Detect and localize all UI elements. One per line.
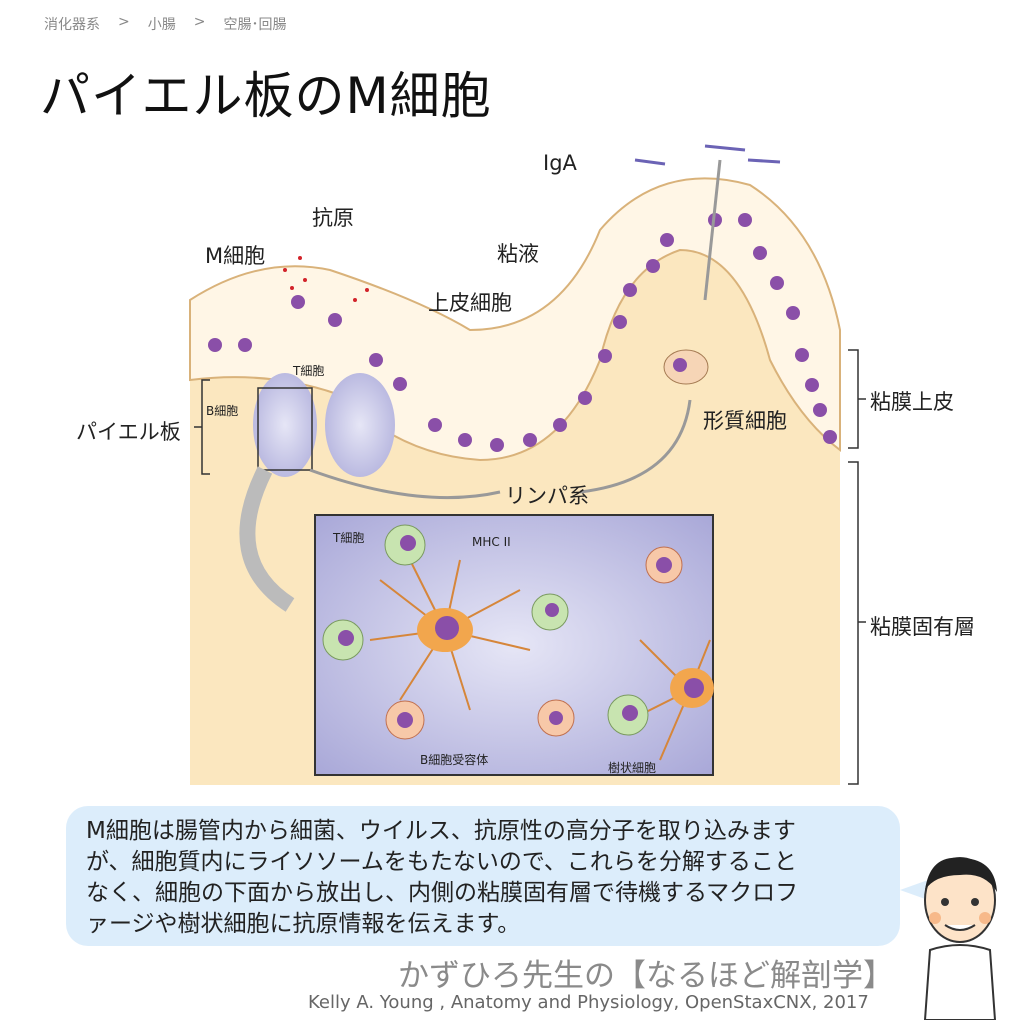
explanation-bubble: M細胞は腸管内から細菌、ウイルス、抗原性の高分子を取り込みます が、細胞質内にラ… xyxy=(66,806,900,946)
label-plasma-cell: 形質細胞 xyxy=(703,409,787,433)
inset-label-mhc: MHC II xyxy=(472,535,511,549)
explanation-line: ァージや樹状細胞に抗原情報を伝えます。 xyxy=(86,911,521,937)
label-lamina-propria: 粘膜固有層 xyxy=(870,615,975,639)
inset-label-t-cell: T細胞 xyxy=(333,531,365,545)
zoom-arrow xyxy=(239,466,295,612)
explanation-line: が、細胞質内にライソソームをもたないので、これらを分解すること xyxy=(86,849,797,875)
zoom-box xyxy=(257,387,313,471)
explanation-line: なく、細胞の下面から放出し、内側の粘膜固有層で待機するマクロフ xyxy=(86,880,799,906)
explanation-line: M細胞は腸管内から細菌、ウイルス、抗原性の高分子を取り込みます xyxy=(86,818,796,844)
inset-label-bcr: B細胞受容体 xyxy=(420,753,489,767)
breadcrumb-separator: > xyxy=(193,14,206,30)
inset-panel xyxy=(314,514,714,776)
inset-label-dendritic: 樹状細胞 xyxy=(608,761,657,775)
iga-molecules xyxy=(634,144,781,166)
bracket-peyers-patch xyxy=(194,379,210,475)
teacher-avatar xyxy=(900,857,997,1020)
page-title: パイエル板のM細胞 xyxy=(40,67,492,125)
peyers-patch-follicle xyxy=(325,373,395,477)
bracket-lamina-propria xyxy=(848,461,866,785)
label-peyers-patch: パイエル板 xyxy=(76,420,181,444)
lymph-arrow xyxy=(309,399,692,500)
peyers-patch-follicle xyxy=(253,373,317,477)
source-credit: Kelly A. Young , Anatomy and Physiology,… xyxy=(308,992,869,1013)
label-mucosal-epithelium: 粘膜上皮 xyxy=(870,390,954,414)
label-m-cell: M細胞 xyxy=(205,244,266,268)
label-t-cell: T細胞 xyxy=(293,364,325,378)
bracket-mucosal-epithelium xyxy=(848,349,866,449)
label-lymphatic: リンパ系 xyxy=(505,484,589,508)
b-cells xyxy=(385,546,683,740)
label-mucus: 粘液 xyxy=(497,242,539,266)
antigen-dots xyxy=(283,256,369,302)
brand-title: かずひろ先生の【なるほど解剖学】 xyxy=(398,958,894,994)
epithelial-nuclei xyxy=(208,213,837,452)
breadcrumb: 消化器系 > 小腸 > 空腸･回腸 xyxy=(44,14,286,34)
breadcrumb-item[interactable]: 小腸 xyxy=(147,17,176,33)
label-antigen: 抗原 xyxy=(312,206,354,230)
breadcrumb-item[interactable]: 消化器系 xyxy=(44,17,100,33)
dendritic-cell xyxy=(369,559,711,761)
label-b-cell: B細胞 xyxy=(206,404,239,418)
iga-arrow xyxy=(703,159,722,301)
label-iga: IgA xyxy=(543,151,577,175)
label-epithelial-cell: 上皮細胞 xyxy=(428,291,512,315)
breadcrumb-separator: > xyxy=(118,14,130,30)
breadcrumb-item: 空腸･回腸 xyxy=(223,17,287,33)
